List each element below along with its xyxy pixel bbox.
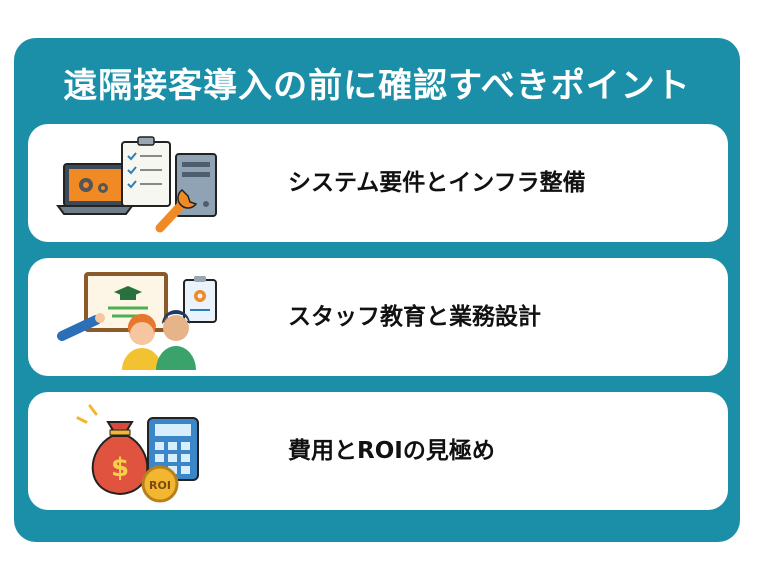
- point-card-system: システム要件とインフラ整備: [28, 124, 728, 242]
- page-title: 遠隔接客導入の前に確認すべきポイント: [63, 66, 691, 106]
- laptop-checklist-tower-wrench-icon: [56, 136, 217, 233]
- svg-text:$: $: [111, 453, 129, 483]
- points-panel: 遠隔接客導入の前に確認すべきポイント: [14, 38, 740, 542]
- svg-text:ROI: ROI: [149, 479, 171, 492]
- training-presentation-icon: [57, 272, 217, 370]
- point-label: 費用とROIの見極め: [288, 438, 495, 464]
- point-label: システム要件とインフラ整備: [288, 170, 586, 196]
- point-card-cost: $ ROI 費用とROIの見極め: [28, 392, 728, 510]
- moneybag-calculator-roi-icon: $ ROI: [76, 404, 199, 503]
- point-card-staff: スタッフ教育と業務設計: [28, 258, 728, 376]
- point-label: スタッフ教育と業務設計: [288, 304, 541, 330]
